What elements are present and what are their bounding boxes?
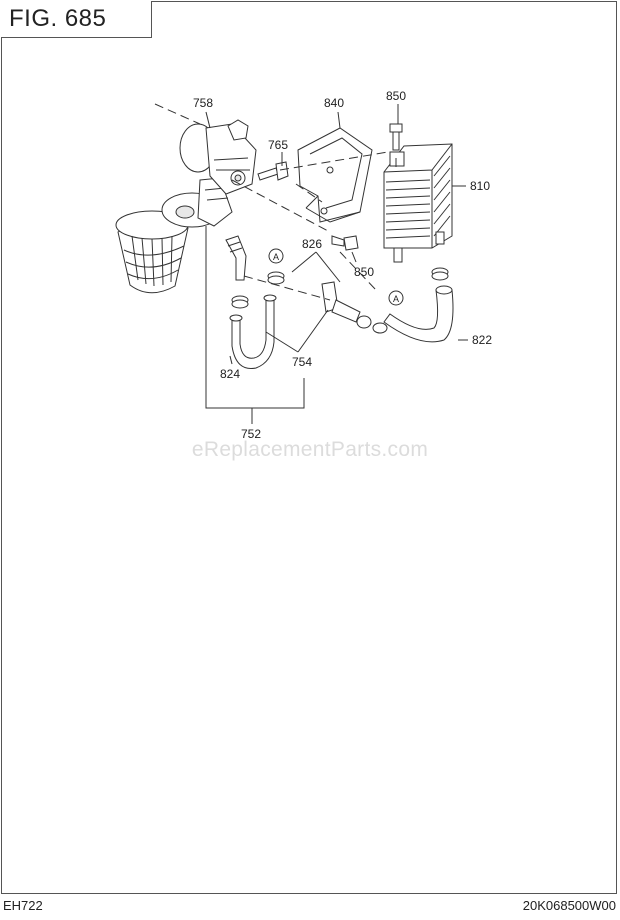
adapter-elbow-fitting (225, 235, 247, 281)
leader-lines (205, 104, 468, 424)
part-758-housing (179, 119, 257, 195)
callout-765: 765 (268, 138, 288, 152)
callout-822: 822 (472, 333, 492, 347)
svg-text:A: A (273, 252, 279, 262)
part-850-bolt-top (389, 123, 403, 151)
callout-824: 824 (220, 367, 240, 381)
callout-754: 754 (292, 355, 312, 369)
part-810-oil-cooler (383, 143, 453, 263)
watermark: eReplacementParts.com (191, 438, 429, 461)
assembly-dash-lines (154, 103, 397, 301)
callout-850-top: 850 (386, 89, 406, 103)
part-824-hose (229, 294, 277, 370)
reference-a-left: A (268, 248, 284, 264)
callout-810: 810 (470, 179, 490, 193)
hose-clamps (231, 267, 449, 334)
callout-826: 826 (302, 237, 322, 251)
callout-850-mid: 850 (354, 265, 374, 279)
part-840-bracket (297, 127, 373, 223)
svg-text:A: A (393, 294, 399, 304)
part-765-bolt (257, 161, 289, 181)
reference-a-right: A (388, 290, 404, 306)
figure-title: FIG. 685 (9, 5, 107, 32)
figure-title-box: FIG. 685 (1, 1, 152, 38)
callout-840: 840 (324, 96, 344, 110)
part-850-bolt-mid (331, 235, 359, 251)
model-number: EH722 (3, 898, 43, 913)
part-754-fitting (321, 281, 372, 329)
callout-758: 758 (193, 96, 213, 110)
part-822-hose (383, 285, 454, 343)
callout-752: 752 (241, 427, 261, 441)
drawing-code: 20K068500W00 (522, 898, 616, 913)
diagram-frame (1, 1, 617, 894)
